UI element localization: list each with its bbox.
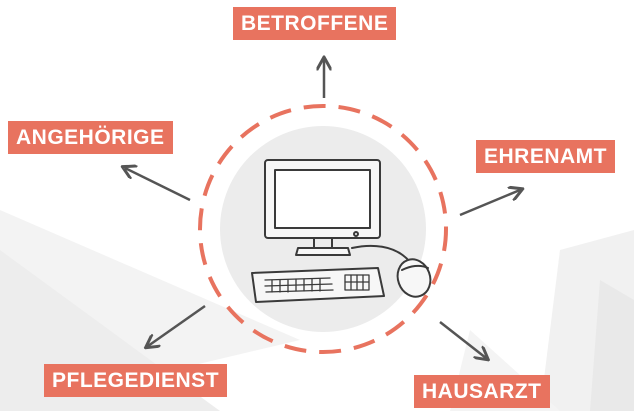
label-pflegedienst: PFLEGEDIENST [44,364,228,397]
arrow-to-pflegedienst [148,304,206,346]
desktop-computer-icon [251,159,432,303]
label-angehoerige: ANGEHÖRIGE [8,121,173,154]
arrow-to-hausarzt [439,321,486,358]
dashed-ring [198,104,448,354]
label-ehrenamt: EHRENAMT [476,140,615,173]
label-betroffene: BETROFFENE [233,7,397,40]
arrow-to-angehoerige [125,168,191,202]
arrow-to-ehrenamt [459,190,520,217]
label-hausarzt: HAUSARZT [414,375,550,408]
